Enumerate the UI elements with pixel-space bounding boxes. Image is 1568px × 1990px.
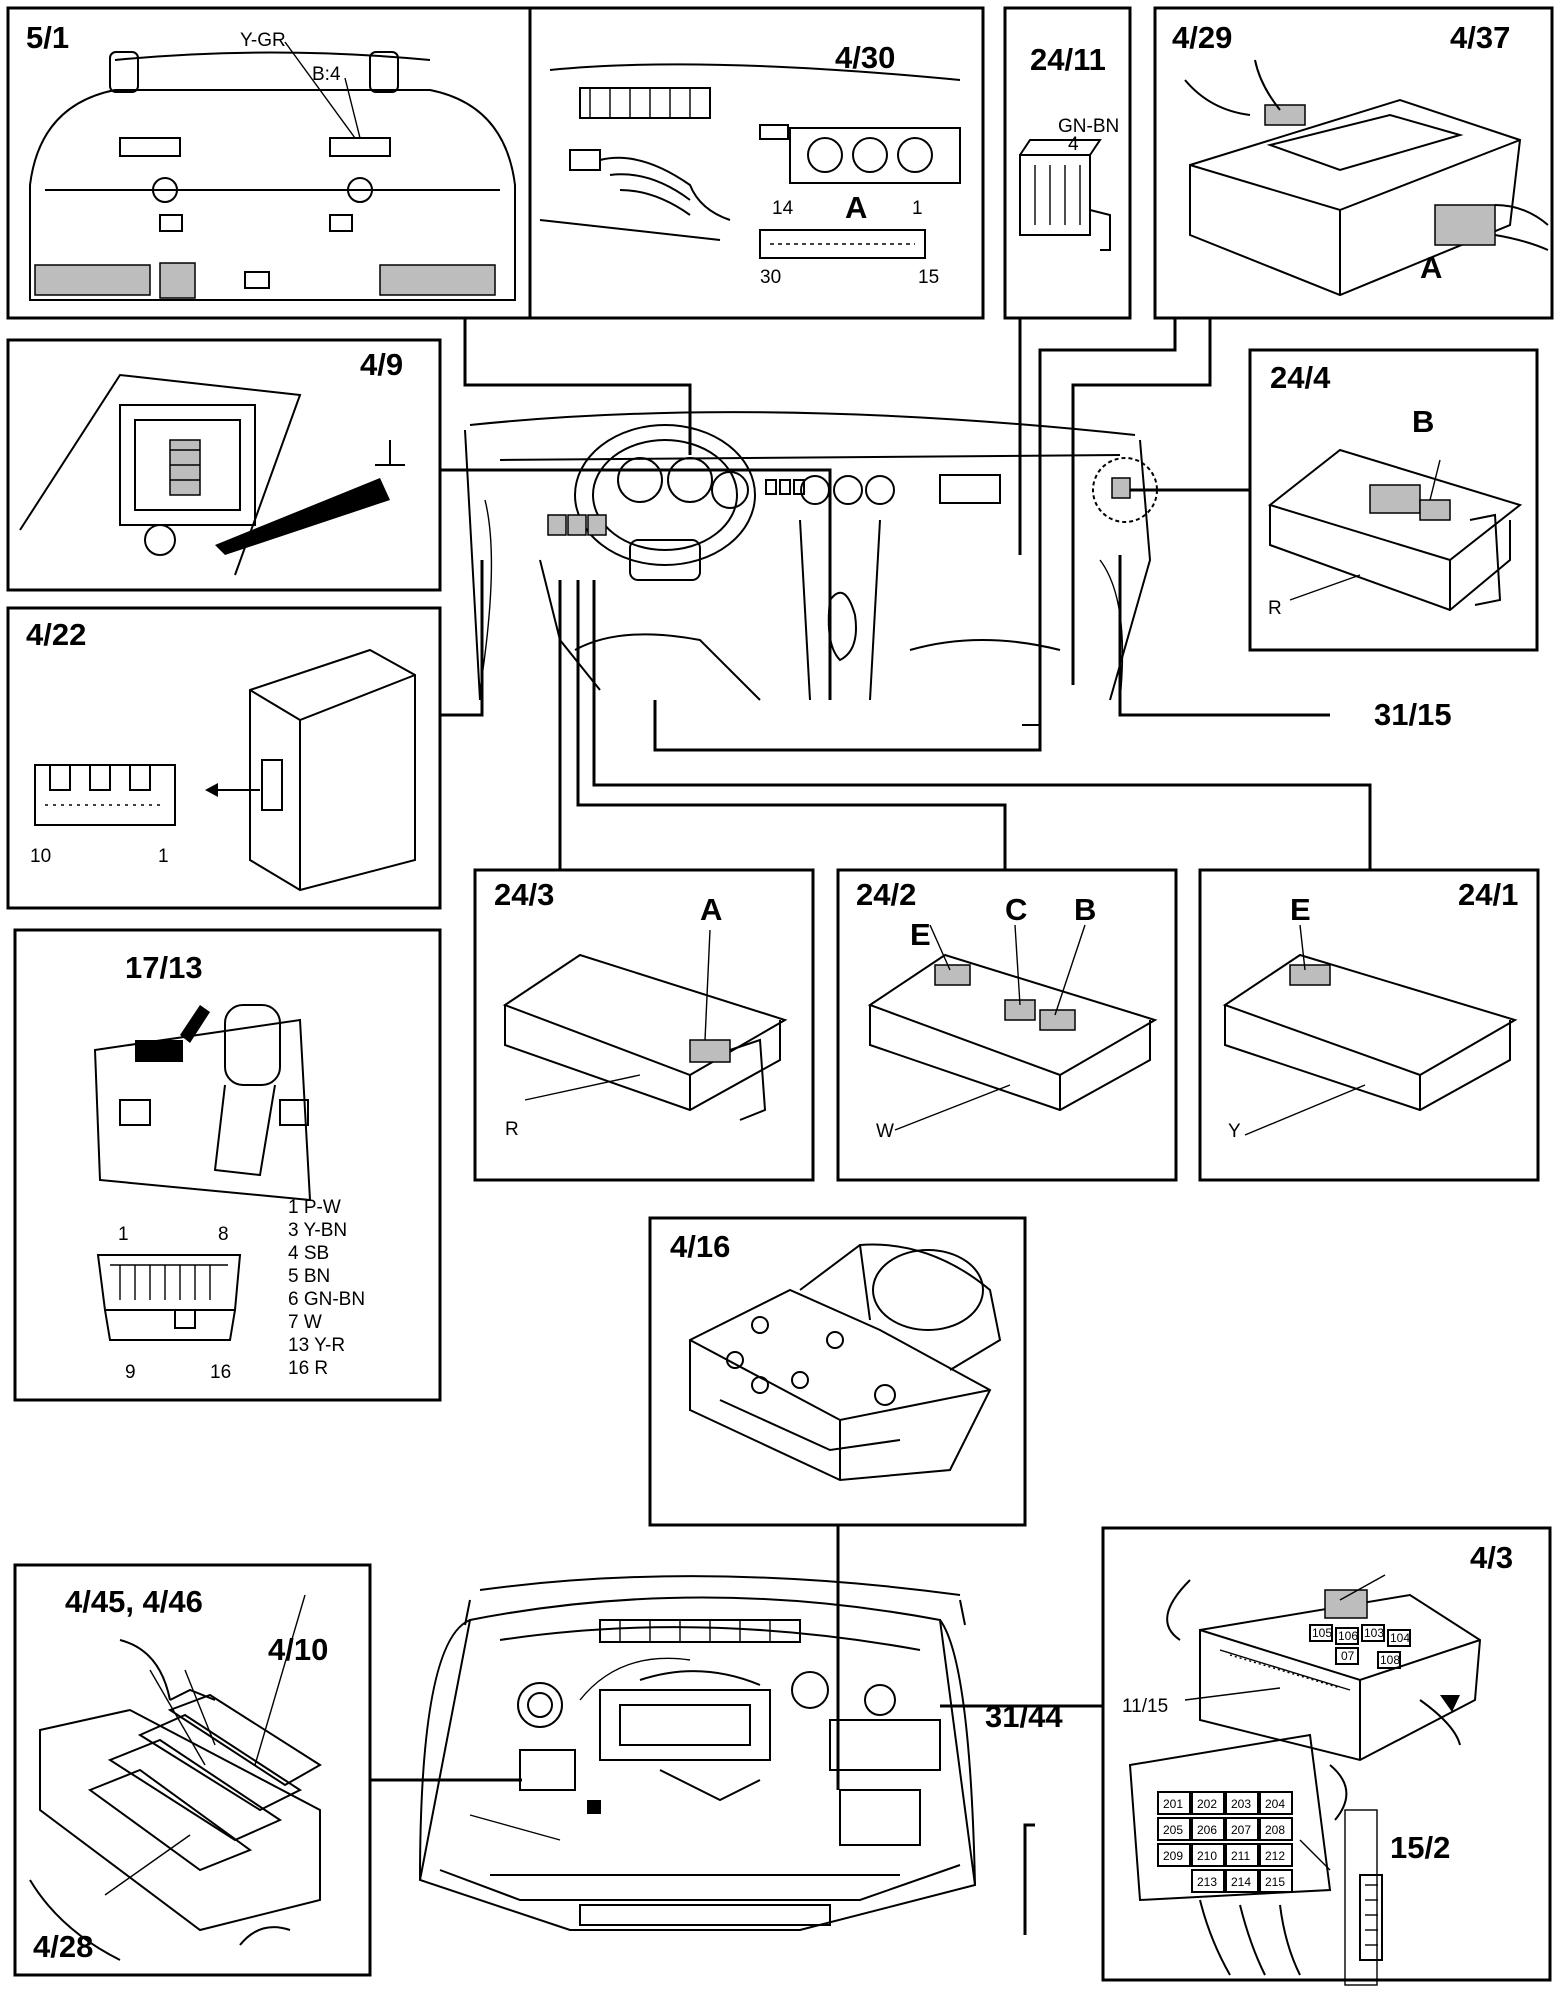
label-4-37: 4/37 [1450, 20, 1510, 55]
label-24-11: 24/11 [1030, 42, 1106, 77]
fuse-number: 07 [1341, 1649, 1355, 1663]
fuse-number: 211 [1231, 1849, 1250, 1863]
label-obd-pin-8: 8 [218, 1224, 229, 1245]
label-4-10: 4/10 [268, 1632, 328, 1667]
fuse-number: 104 [1390, 1631, 1410, 1645]
lower-fuse-block: 201 202 203 204 205 206 207 208 209 210 … [1157, 1791, 1293, 1893]
obd-pin-entry: 1 P-W [288, 1197, 341, 1218]
label-4-16: 4/16 [670, 1229, 730, 1264]
label-pin-1: 1 [912, 198, 923, 219]
label-24-2: 24/2 [856, 877, 916, 912]
label-obd-pin-1: 1 [118, 1224, 129, 1245]
label-4-22-pin-1: 1 [158, 846, 169, 867]
obd-pin-entry: 7 W [288, 1312, 322, 1333]
obd-pin-entry: 3 Y-BN [288, 1220, 347, 1241]
fuse-number: 210 [1197, 1849, 1217, 1863]
label-15-2: 15/2 [1390, 1830, 1450, 1865]
panel-24-3-relay-box: 24/3 A R [473, 868, 815, 1182]
label-24-2-B: B [1074, 892, 1096, 927]
fuse-number: 207 [1231, 1823, 1251, 1837]
fuse-number: 213 [1197, 1875, 1217, 1889]
panel-4-30-climate-unit: 4/30 A 14 1 30 15 [528, 6, 985, 320]
label-24-4-R: R [1268, 598, 1282, 619]
label-4-30-connector-A: A [845, 190, 867, 225]
label-obd-pin-9: 9 [125, 1362, 136, 1383]
label-4-3: 4/3 [1470, 1540, 1513, 1575]
label-24-2-E: E [910, 917, 931, 952]
obd-pin-list: 1 P-W 3 Y-BN 4 SB 5 BN 6 GN-BN 7 W 13 Y-… [288, 1197, 365, 1379]
label-4-28: 4/28 [33, 1929, 93, 1964]
fuse-number: 106 [1338, 1629, 1358, 1643]
fuse-number: 206 [1197, 1823, 1217, 1837]
label-b4: B:4 [312, 64, 341, 85]
panel-4-22-diagnostic-connector: 4/22 10 1 [6, 606, 442, 910]
fuse-number: 201 [1163, 1797, 1183, 1811]
engine-bay-drawing [418, 1575, 977, 1931]
label-31-15: 31/15 [1374, 697, 1452, 732]
label-gn-bn: GN-BN [1058, 116, 1119, 137]
label-17-13: 17/13 [125, 950, 203, 985]
panel-17-13-obd-connector: 17/13 1 8 9 16 1 P-W 3 Y-BN 4 SB 5 BN 6 … [13, 928, 442, 1402]
panel-4-45-relays: 4/45, 4/46 4/10 4/28 [13, 1563, 372, 1977]
obd-pin-entry: 5 BN [288, 1266, 330, 1287]
label-11-15: 11/15 [1122, 1696, 1168, 1717]
label-24-4-B: B [1412, 404, 1434, 439]
label-24-3: 24/3 [494, 877, 554, 912]
panel-4-9-module: 4/9 [6, 338, 442, 592]
dashboard-interior-drawing [464, 411, 1158, 701]
label-5-1: 5/1 [26, 20, 69, 55]
panel-24-4-relay-box: 24/4 B R [1248, 348, 1539, 652]
label-obd-pin-16: 16 [210, 1362, 231, 1383]
panel-24-1-relay-box: 24/1 E Y [1198, 868, 1540, 1182]
fuse-number: 103 [1364, 1626, 1384, 1640]
label-4-9: 4/9 [360, 347, 403, 382]
label-pin-4: 4 [1068, 134, 1079, 155]
fuse-number: 202 [1197, 1797, 1217, 1811]
label-31-44: 31/44 [985, 1699, 1063, 1734]
label-pin-30: 30 [760, 267, 781, 288]
upper-fuse-block: 105 106 103 104 07 108 [1309, 1624, 1411, 1669]
label-4-29: 4/29 [1172, 20, 1232, 55]
obd-pin-entry: 16 R [288, 1358, 328, 1379]
label-pin-15: 15 [918, 267, 939, 288]
label-pin-14: 14 [772, 198, 794, 219]
obd-pin-entry: 13 Y-R [288, 1335, 345, 1356]
label-4-30: 4/30 [835, 40, 895, 75]
fuse-number: 108 [1380, 1653, 1400, 1667]
panel-24-11-connector: 24/11 GN-BN 4 [1003, 6, 1132, 320]
fuse-number: 215 [1265, 1875, 1285, 1889]
fuse-number: 209 [1163, 1849, 1183, 1863]
obd-pin-entry: 6 GN-BN [288, 1289, 365, 1310]
fuse-number: 214 [1231, 1875, 1251, 1889]
label-4-29-connector-A: A [1420, 250, 1442, 285]
label-4-45-4-46: 4/45, 4/46 [65, 1584, 203, 1619]
fuse-number: 205 [1163, 1823, 1183, 1837]
panel-4-29-4-37-control-module: 4/29 4/37 A [1153, 6, 1554, 320]
fuse-number: 208 [1265, 1823, 1285, 1837]
label-24-3-A: A [700, 892, 722, 927]
label-4-22: 4/22 [26, 617, 86, 652]
label-y-gr: Y-GR [240, 30, 286, 51]
panel-5-1-instrument-cluster: 5/1 Y-GR B:4 [6, 6, 537, 320]
fuse-number: 105 [1312, 1626, 1332, 1640]
label-4-22-pin-10: 10 [30, 846, 51, 867]
label-24-4: 24/4 [1270, 360, 1331, 395]
panel-24-2-relay-box: 24/2 E C B W [836, 868, 1178, 1182]
label-24-1: 24/1 [1458, 877, 1518, 912]
panel-4-16-abs-unit: 4/16 [648, 1216, 1027, 1527]
label-24-2-C: C [1005, 892, 1027, 927]
panel-4-3-fuse-box: 105 106 103 104 07 108 201 [1101, 1526, 1552, 1986]
obd-pin-entry: 4 SB [288, 1243, 329, 1264]
label-24-3-R: R [505, 1119, 519, 1140]
fuse-number: 212 [1265, 1849, 1285, 1863]
label-24-1-Y: Y [1228, 1121, 1241, 1142]
fuse-number: 203 [1231, 1797, 1251, 1811]
fuse-number: 204 [1265, 1797, 1285, 1811]
label-24-2-W: W [876, 1121, 894, 1142]
label-24-1-E: E [1290, 892, 1311, 927]
